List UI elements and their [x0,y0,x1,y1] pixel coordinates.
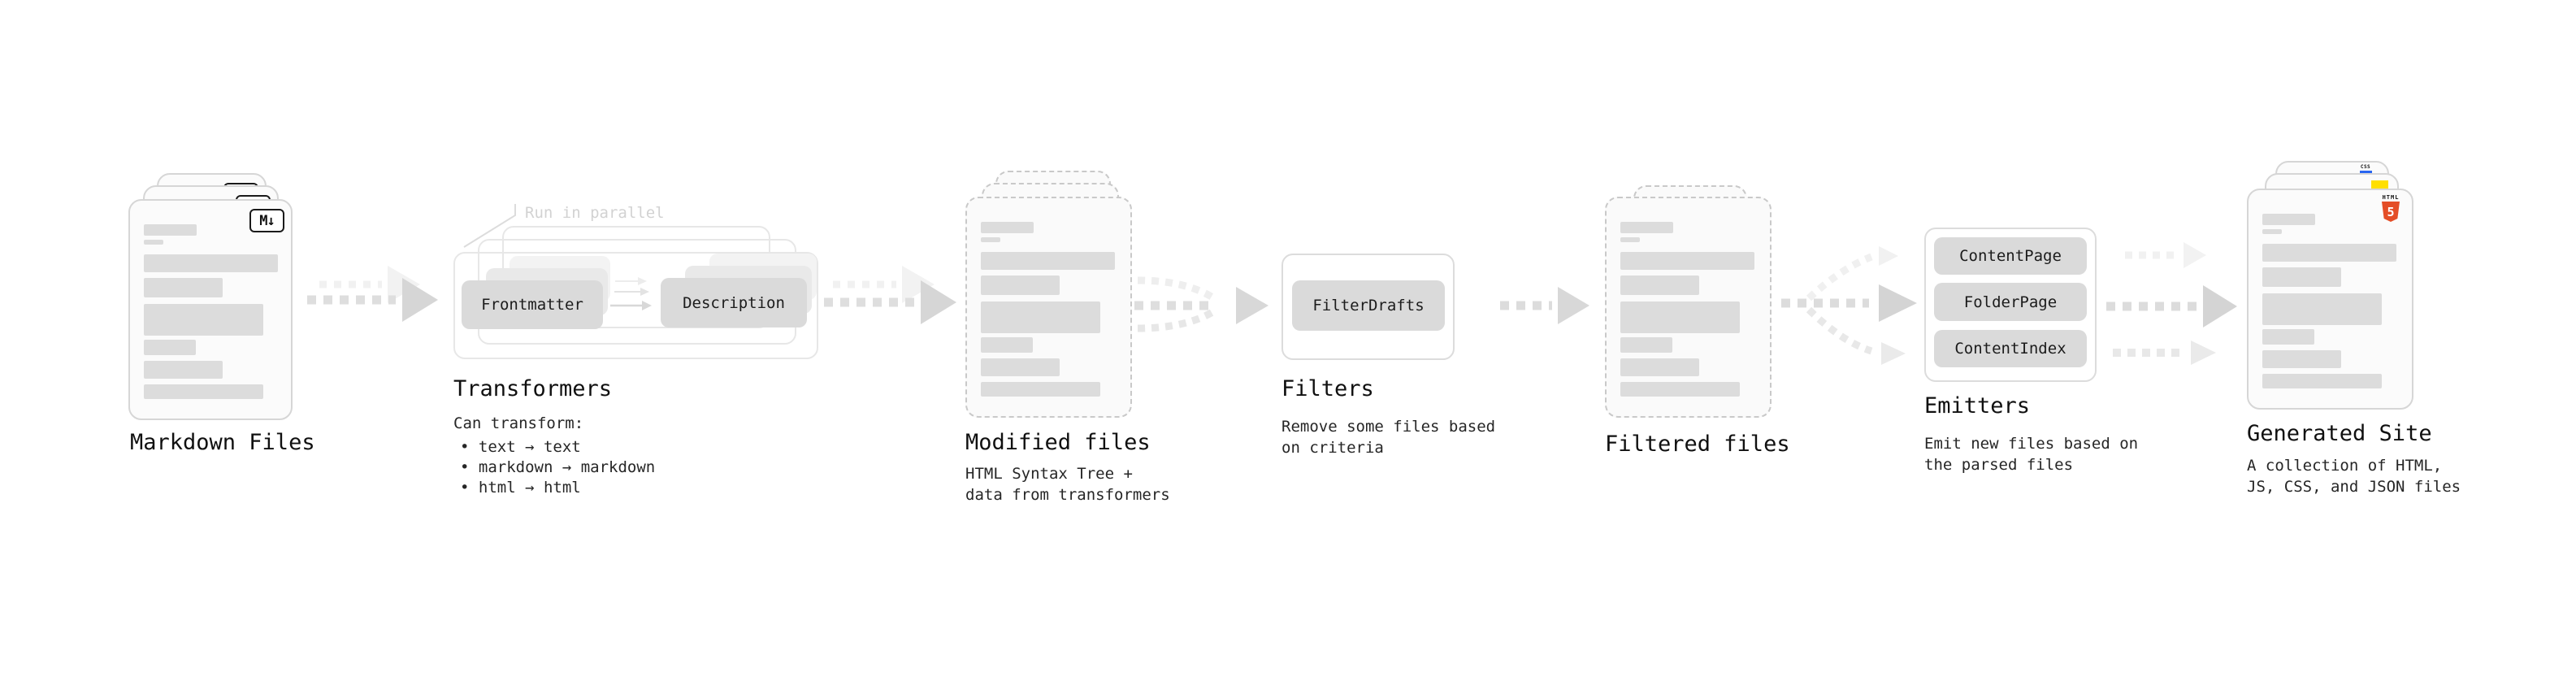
arrow-emitters-to-site [2106,242,2237,365]
placeholder-bar [1620,252,1754,270]
placeholder-bar [981,358,1060,376]
placeholder-bar [144,240,163,245]
doc-placeholder-bars [981,222,1115,397]
css-label: CSS [2360,164,2371,170]
bullet-item: • markdown → markdown [460,458,656,476]
emitters-caption: Emit new files based on the parsed files [1924,433,2138,475]
placeholder-bar [981,382,1100,397]
arrow-transformers-to-modified [824,266,956,324]
placeholder-bar [2262,214,2315,225]
placeholder-bar [2262,293,2382,325]
placeholder-bar [1620,382,1740,397]
placeholder-bar [1620,275,1699,295]
stage-label-generated-site: Generated Site [2247,421,2432,446]
filterdrafts-pill: FilterDrafts [1292,280,1445,331]
doc-placeholder-bars [2262,214,2396,388]
doc-placeholder-bars [1620,222,1754,397]
caption-line: Remove some files based [1281,418,1496,436]
caption-line: HTML Syntax Tree + [965,465,1133,483]
placeholder-bar [2262,350,2341,368]
placeholder-bar [981,222,1034,233]
placeholder-bar [981,275,1060,295]
html5-number: 5 [2387,204,2395,219]
placeholder-bar [144,254,278,272]
folderpage-pill: FolderPage [1934,283,2087,321]
site-file-card-front: HTML 5 [2247,189,2413,410]
markdown-icon: M↓ [249,209,284,232]
transformers-bullet-list: • text → text • markdown → markdown • ht… [460,437,655,498]
frontmatter-pill: Frontmatter [462,280,603,329]
placeholder-bar [981,252,1115,270]
js-file-icon [2371,180,2388,189]
caption-line: JS, CSS, and JSON files [2247,478,2461,496]
generated-site-caption: A collection of HTML, JS, CSS, and JSON … [2247,455,2461,497]
stage-label-markdown-files: Markdown Files [130,430,315,455]
placeholder-bar [144,340,196,355]
placeholder-bar [981,301,1100,333]
placeholder-bar [1620,237,1640,242]
stage-label-modified-files: Modified files [965,430,1151,455]
doc-placeholder-bars [144,224,278,399]
placeholder-bar [1620,301,1740,333]
description-pill: Description [661,278,807,327]
html5-word: HTML [2382,194,2400,201]
caption-line: data from transformers [965,486,1170,504]
css-blue-bar [2359,171,2372,173]
html5-icon: HTML 5 [2380,194,2401,222]
placeholder-bar [2262,244,2396,262]
placeholder-bar [981,237,1000,242]
modified-files-caption: HTML Syntax Tree + data from transformer… [965,463,1170,505]
stage-label-filters: Filters [1281,376,1374,401]
placeholder-bar [144,384,263,399]
run-in-parallel-annotation: Run in parallel [525,204,665,222]
placeholder-bar [1620,222,1673,233]
placeholder-bar [144,278,223,297]
placeholder-bar [2262,229,2282,234]
stage-label-emitters: Emitters [1924,393,2031,419]
transformers-caption-title: Can transform: [453,414,584,432]
html5-shield: 5 [2382,202,2400,222]
bullet-item: • text → text [460,438,581,456]
contentindex-pill: ContentIndex [1934,330,2087,367]
stage-label-filtered-files: Filtered files [1605,432,1790,457]
arrow-filtered-to-emitters-diverge [1781,246,1917,365]
bullet-item: • html → html [460,479,581,497]
caption-line: Emit new files based on [1924,435,2139,453]
transformer-frame-front [453,252,818,359]
placeholder-bar [1620,337,1672,353]
arrow-filters-to-filtered [1500,287,1589,324]
contentpage-pill: ContentPage [1934,237,2087,275]
run-in-parallel-callout-line [463,204,516,248]
placeholder-bar [2262,329,2314,345]
placeholder-bar [144,224,197,236]
css-file-icon: CSS [2357,165,2374,173]
caption-line: the parsed files [1924,456,2074,474]
placeholder-bar [981,337,1033,353]
transformer-step-arrows [610,277,652,310]
arrow-modified-to-filters-converge [1134,276,1268,332]
markdown-file-card-front: M↓ [128,199,293,420]
placeholder-bar [1620,358,1699,376]
placeholder-bar [144,361,223,379]
placeholder-bar [144,304,263,336]
caption-line: A collection of HTML, [2247,457,2443,475]
modified-file-card-front [965,197,1132,418]
placeholder-bar [2262,267,2341,287]
filters-caption: Remove some files based on criteria [1281,416,1495,458]
caption-line: on criteria [1281,439,1384,457]
arrow-markdown-to-transformers [307,266,438,322]
stage-label-transformers: Transformers [453,376,613,401]
placeholder-bar [2262,374,2382,388]
filtered-file-card-front [1605,197,1772,418]
